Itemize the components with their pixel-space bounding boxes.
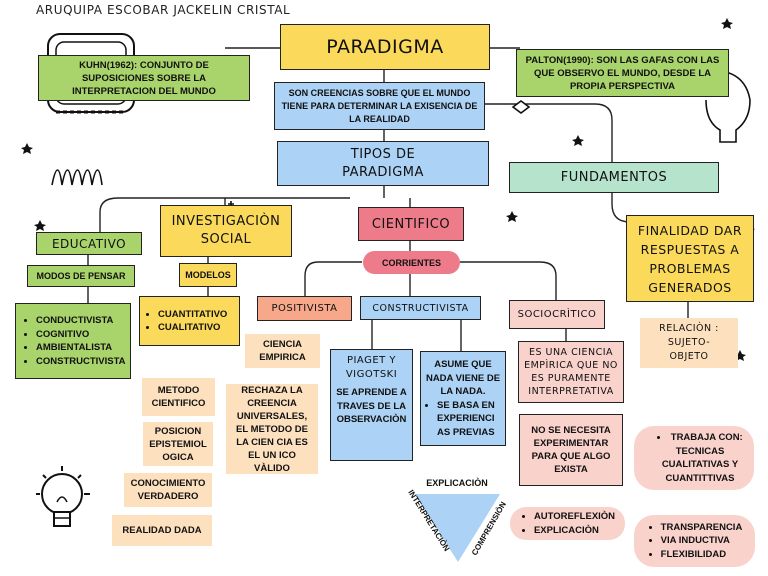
piaget-title: PIAGET Y VIGOTSKI <box>345 355 398 380</box>
asume-text: ASUME QUE NADA VIENE DE LA NADA. <box>425 359 501 397</box>
fundamentos-box: FUNDAMENTOS <box>509 162 719 193</box>
investigacion-title: INVESTIGACIÒN SOCIAL <box>160 205 292 257</box>
piaget-text: SE APRENDE A TRAVES DE LA OBSERVACIÒN <box>336 387 407 425</box>
ciencia-empirica-text: CIENCIA EMPIRICA <box>259 339 306 363</box>
trabaja-item: TRABAJA CON: TECNICAS CUALITATIVAS Y CUA… <box>656 431 744 485</box>
modos-text: MODOS DE PENSAR <box>36 271 126 281</box>
asume-box: ASUME QUE NADA VIENE DE LA NADA. SE BASA… <box>420 351 506 446</box>
modelos-text: MODELOS <box>185 270 231 280</box>
modos-de-pensar: MODOS DE PENSAR <box>27 265 135 287</box>
corrientes-box: CORRIENTES <box>363 251 460 274</box>
rechaza-text: RECHAZA LA CREENCIA UNIVERSALES, EL METO… <box>236 384 308 474</box>
modelo-item: CUANTITATIVO <box>158 308 227 322</box>
kuhn-text: KUHN(1962): CONJUNTO DE SUPOSICIONES SOB… <box>72 59 216 97</box>
trabaja-note: TRABAJA CON: TECNICAS CUALITATIVAS Y CUA… <box>634 426 754 490</box>
corrientes-text: CORRIENTES <box>381 257 441 268</box>
educativo-item: AMBIENTALISTA <box>36 341 126 355</box>
transp-item: VIA INDUCTIVA <box>661 534 743 548</box>
paradigma-title: PARADIGMA <box>280 24 490 70</box>
definition-text: SON CREENCIAS SOBRE QUE EL MUNDO TIENE P… <box>281 87 478 124</box>
constructivista-title: CONSTRUCTIVISTA <box>360 296 481 320</box>
metodo-text: METODO CIENTIFICO <box>151 385 206 409</box>
modelos-box: MODELOS <box>179 263 237 287</box>
palton-text: PALTON(1990): SON LAS GAFAS CON LAS QUE … <box>525 54 720 92</box>
educativo-title-text: EDUCATIVO <box>51 236 127 251</box>
realidad-note: REALIDAD DADA <box>112 515 212 546</box>
autoreflexion-note: AUTOREFLEXIÒN EXPLICACIÒN <box>510 507 625 540</box>
sociocritico-ciencia: ES UNA CIENCIA EMPÌRICA QUE NO ES PURAME… <box>518 341 624 403</box>
educativo-item: CONSTRUCTIVISTA <box>36 355 126 369</box>
author-name: ARUQUIPA ESCOBAR JACKELIN CRISTAL <box>36 3 291 17</box>
rechaza-note: RECHAZA LA CREENCIA UNIVERSALES, EL METO… <box>226 384 318 474</box>
cientifico-title: CIENTIFICO <box>358 207 464 241</box>
auto-item: EXPLICACIÒN <box>534 524 615 538</box>
sociocritico-ciencia-text: ES UNA CIENCIA EMPÌRICA QUE NO ES PURAME… <box>524 347 618 397</box>
lightbulb-icon <box>36 466 90 527</box>
tipos-de-paradigma: TIPOS DE PARADIGMA <box>277 141 489 186</box>
palton-definition: PALTON(1990): SON LAS GAFAS CON LAS QUE … <box>516 49 729 97</box>
cientifico-title-text: CIENTIFICO <box>371 216 451 232</box>
investigacion-list: CUANTITATIVO CUALITATIVO <box>139 296 240 346</box>
fundamentos-text: FUNDAMENTOS <box>560 170 668 185</box>
transp-item: FLEXIBILIDAD <box>661 548 743 562</box>
investigacion-title-text: INVESTIGACIÒN SOCIAL <box>171 214 281 247</box>
positivista-title-text: POSITIVISTA <box>271 303 338 314</box>
posicion-note: POSICION EPISTEMIOL OGICA <box>143 422 213 466</box>
no-necesita-box: NO SE NECESITA EXPERIMENTAR PARA QUE ALG… <box>519 414 623 486</box>
sociocritico-title: SOCIOCRÌTICO <box>509 300 605 329</box>
piaget-box: PIAGET Y VIGOTSKI SE APRENDE A TRAVES DE… <box>330 349 413 461</box>
educativo-item: CONDUCTIVISTA <box>36 314 126 328</box>
relacion-text: RELACIÒN : SUJETO-OBJETO <box>659 323 719 362</box>
triangle-diagram: EXPLICACIÒN INTERPRETACIÒN COMPRENSIÒN <box>406 477 508 562</box>
ciencia-empirica-note: CIENCIA EMPIRICA <box>245 334 320 368</box>
no-necesita-text: NO SE NECESITA EXPERIMENTAR PARA QUE ALG… <box>531 425 611 475</box>
finalidad-box: FINALIDAD DAR RESPUESTAS A PROBLEMAS GEN… <box>626 215 754 302</box>
transp-item: TRANSPARENCIA <box>661 521 743 535</box>
constructivista-title-text: CONSTRUCTIVISTA <box>372 302 469 314</box>
tipos-text: TIPOS DE PARADIGMA <box>342 146 424 180</box>
modelo-item: CUALITATIVO <box>158 321 227 335</box>
triangle-top-label: EXPLICACIÒN <box>426 477 488 488</box>
conocimiento-note: CONOCIMIENTO VERDADERO <box>124 473 212 507</box>
metodo-cientifico-note: METODO CIENTIFICO <box>142 378 215 416</box>
relacion-box: RELACIÒN : SUJETO-OBJETO <box>640 318 738 368</box>
auto-item: AUTOREFLEXIÒN <box>534 510 615 524</box>
realidad-text: REALIDAD DADA <box>122 525 202 536</box>
posicion-text: POSICION EPISTEMIOL OGICA <box>149 425 207 463</box>
paradigma-title-text: PARADIGMA <box>326 36 444 58</box>
sociocritico-title-text: SOCIOCRÌTICO <box>517 309 597 320</box>
basa-item: SE BASA EN EXPERIENCI AS PREVIAS <box>437 399 501 440</box>
triangle-shape <box>415 494 500 562</box>
paradigma-definition: SON CREENCIAS SOBRE QUE EL MUNDO TIENE P… <box>274 82 485 130</box>
educativo-item: COGNITIVO <box>36 328 126 342</box>
kuhn-definition: KUHN(1962): CONJUNTO DE SUPOSICIONES SOB… <box>38 55 250 101</box>
conocimiento-text: CONOCIMIENTO VERDADERO <box>130 478 206 502</box>
positivista-title: POSITIVISTA <box>257 296 352 321</box>
transparencia-note: TRANSPARENCIA VIA INDUCTIVA FLEXIBILIDAD <box>634 515 755 567</box>
finalidad-text: FINALIDAD DAR RESPUESTAS A PROBLEMAS GEN… <box>637 222 743 295</box>
educativo-title: EDUCATIVO <box>36 232 142 255</box>
educativo-list: CONDUCTIVISTA COGNITIVO AMBIENTALISTA CO… <box>15 303 131 379</box>
